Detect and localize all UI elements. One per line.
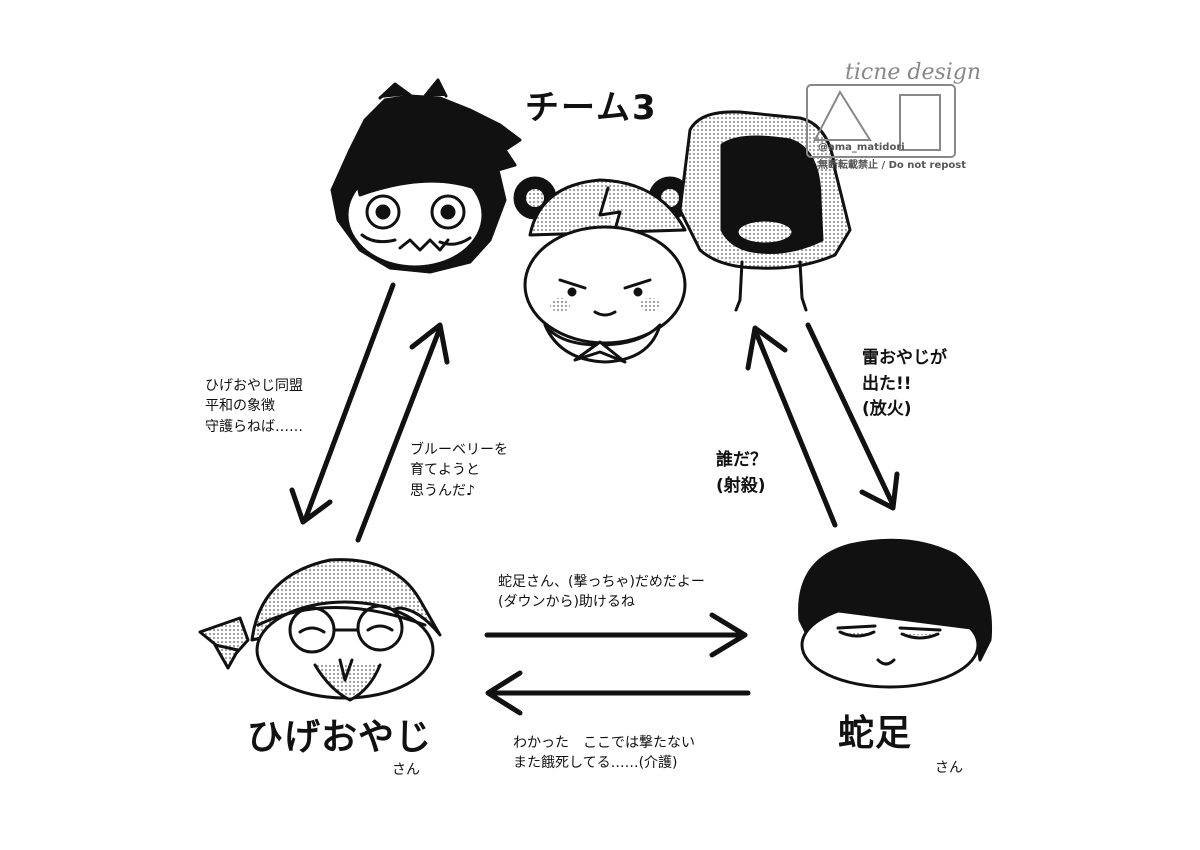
character-bottom-left [200, 560, 440, 700]
honorific-bottom-right: さん [935, 758, 963, 778]
arrow-left-up [358, 325, 447, 540]
arrow-to-right [487, 615, 745, 655]
label-left-down: ひげおやじ同盟 平和の象徴 守護らねば…… [205, 376, 303, 437]
watermark-notice: 無断転載禁止 / Do not repost [818, 156, 966, 171]
page-title: チーム3 [525, 84, 658, 133]
honorific-bottom-left: さん [392, 760, 420, 780]
arrow-to-left [488, 673, 748, 713]
character-bottom-right [800, 540, 991, 687]
watermark-handle: @ama_matidori [818, 142, 905, 153]
character-top-left [332, 80, 520, 272]
label-right-down: 雷おやじが 出た!! (放火) [862, 346, 947, 423]
character-name-bottom-left: ひげおやじ [247, 712, 432, 764]
watermark-logo: ticne design [845, 60, 981, 85]
character-top-middle [515, 178, 690, 362]
character-name-bottom-right: 蛇足 [838, 708, 912, 760]
label-to-left: わかった ここでは撃たない また餓死してる……(介護) [513, 733, 695, 774]
label-to-right: 蛇足さん、(撃っちゃ)だめだよー (ダウンから)助けるね [498, 572, 705, 613]
label-right-up: 誰だ？ (射殺) [716, 448, 767, 499]
label-left-up: ブルーベリーを 育てようと 思うんだ♪ [410, 440, 508, 501]
